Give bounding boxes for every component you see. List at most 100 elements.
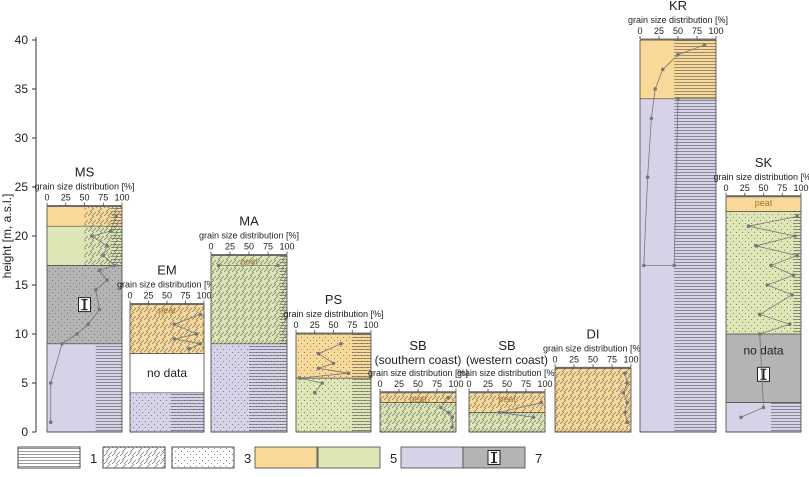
profile-title: SB bbox=[498, 338, 515, 353]
pct-tick-label: 0 bbox=[127, 291, 132, 301]
grain-size-point bbox=[769, 263, 773, 268]
peat-label: peat bbox=[409, 394, 427, 404]
grain-size-point bbox=[450, 415, 455, 420]
profile-frame bbox=[379, 392, 457, 433]
grain-size-point bbox=[97, 268, 102, 273]
grain-size-label: grain size distribution [%] bbox=[368, 368, 468, 378]
grain-size-point bbox=[795, 253, 800, 258]
sediment-hatch bbox=[249, 343, 287, 432]
pct-tick-label: 0 bbox=[552, 354, 557, 364]
grain-size-point bbox=[48, 420, 53, 425]
grain-size-point bbox=[346, 371, 351, 376]
y-tick-label: 10 bbox=[15, 327, 29, 341]
pct-tick-label: 75 bbox=[263, 242, 273, 252]
profile-title: EM bbox=[157, 263, 177, 278]
grain-size-point bbox=[75, 332, 79, 336]
grain-size-point bbox=[446, 410, 451, 415]
sediment-hatch bbox=[674, 98, 716, 433]
grain-size-point bbox=[625, 381, 629, 385]
profile-title: KR bbox=[669, 0, 687, 13]
sediment-hatch bbox=[380, 392, 456, 432]
pct-tick-label: 0 bbox=[637, 26, 642, 36]
profile-frame bbox=[639, 39, 717, 433]
grain-size-point bbox=[339, 342, 343, 346]
grain-size-point bbox=[649, 116, 654, 121]
pct-tick-label: 50 bbox=[328, 320, 338, 330]
peat-label: peat bbox=[158, 306, 176, 316]
grain-size-point bbox=[320, 381, 325, 385]
grain-size-point bbox=[114, 214, 118, 219]
pct-tick-label: 75 bbox=[98, 193, 108, 203]
peat-label: peat bbox=[755, 198, 773, 208]
pct-tick-label: 50 bbox=[502, 379, 512, 389]
y-tick-label: 5 bbox=[21, 376, 28, 390]
grain-size-label: grain size distribution [%] bbox=[543, 343, 643, 353]
grain-size-point bbox=[795, 214, 800, 219]
grain-size-point bbox=[625, 420, 629, 425]
pct-tick-label: 25 bbox=[569, 354, 579, 364]
sediment-hatch bbox=[95, 343, 122, 432]
legend-item-1: 1 bbox=[17, 446, 97, 469]
pct-tick-label: 25 bbox=[654, 26, 664, 36]
pct-tick-label: 100 bbox=[279, 242, 294, 252]
legend-number: 3 bbox=[244, 451, 251, 466]
grain-size-point bbox=[450, 425, 455, 429]
sediment-core-icon bbox=[757, 366, 770, 382]
grain-size-point bbox=[661, 67, 665, 72]
grain-size-point bbox=[653, 87, 657, 91]
grain-size-curve bbox=[740, 216, 799, 418]
pct-tick-label: 100 bbox=[708, 26, 723, 36]
pct-tick-label: 75 bbox=[607, 354, 617, 364]
grain-size-point bbox=[90, 234, 94, 238]
legend: 1234567 bbox=[17, 446, 542, 469]
grain-size-curve bbox=[173, 314, 202, 350]
profile-title: PS bbox=[325, 292, 343, 307]
profile-frame bbox=[46, 206, 123, 433]
grain-size-point bbox=[60, 342, 64, 346]
sediment-hatch bbox=[211, 255, 287, 344]
grain-size-point bbox=[97, 307, 102, 312]
sediment-hatch bbox=[279, 255, 287, 344]
grain-size-label: grain size distribution [%] bbox=[628, 15, 728, 25]
pct-tick-label: 0 bbox=[44, 193, 49, 203]
grain-size-point bbox=[105, 278, 109, 282]
pct-tick-label: 25 bbox=[394, 379, 404, 389]
profile-title: MS bbox=[75, 165, 95, 180]
sediment-hatch bbox=[352, 334, 371, 432]
pct-tick-label: 0 bbox=[466, 379, 471, 389]
legend-swatch bbox=[317, 446, 381, 469]
grain-size-point bbox=[702, 43, 707, 47]
legend-pattern bbox=[17, 446, 81, 469]
pct-tick-label: 50 bbox=[413, 379, 423, 389]
sediment-hatch bbox=[674, 40, 716, 99]
grain-size-point bbox=[439, 405, 443, 410]
grain-size-label: grain size distribution [%] bbox=[117, 280, 217, 290]
grain-size-point bbox=[86, 322, 91, 327]
grain-size-label: grain size distribution [%] bbox=[199, 231, 299, 241]
legend-number: 7 bbox=[535, 451, 542, 466]
grain-size-curve bbox=[299, 343, 349, 394]
grain-size-point bbox=[793, 234, 797, 238]
grain-size-point bbox=[276, 263, 280, 268]
profile-title: MA bbox=[239, 214, 259, 229]
pct-tick-label: 100 bbox=[114, 193, 129, 203]
pct-tick-label: 25 bbox=[310, 320, 320, 330]
grain-size-point bbox=[187, 346, 191, 351]
grain-size-point bbox=[790, 293, 794, 297]
legend-pattern bbox=[102, 446, 166, 469]
grain-size-point bbox=[761, 405, 766, 410]
profile-frame bbox=[295, 333, 372, 433]
legend-item-5: 5 bbox=[317, 446, 397, 469]
grain-size-point bbox=[93, 288, 98, 292]
legend-swatch bbox=[400, 446, 464, 469]
stratigraphic-unit bbox=[130, 353, 204, 393]
no-data-label: no data bbox=[743, 343, 783, 357]
grain-size-point bbox=[531, 415, 536, 420]
profile-frame bbox=[129, 304, 205, 433]
pct-tick-label: 50 bbox=[79, 193, 89, 203]
